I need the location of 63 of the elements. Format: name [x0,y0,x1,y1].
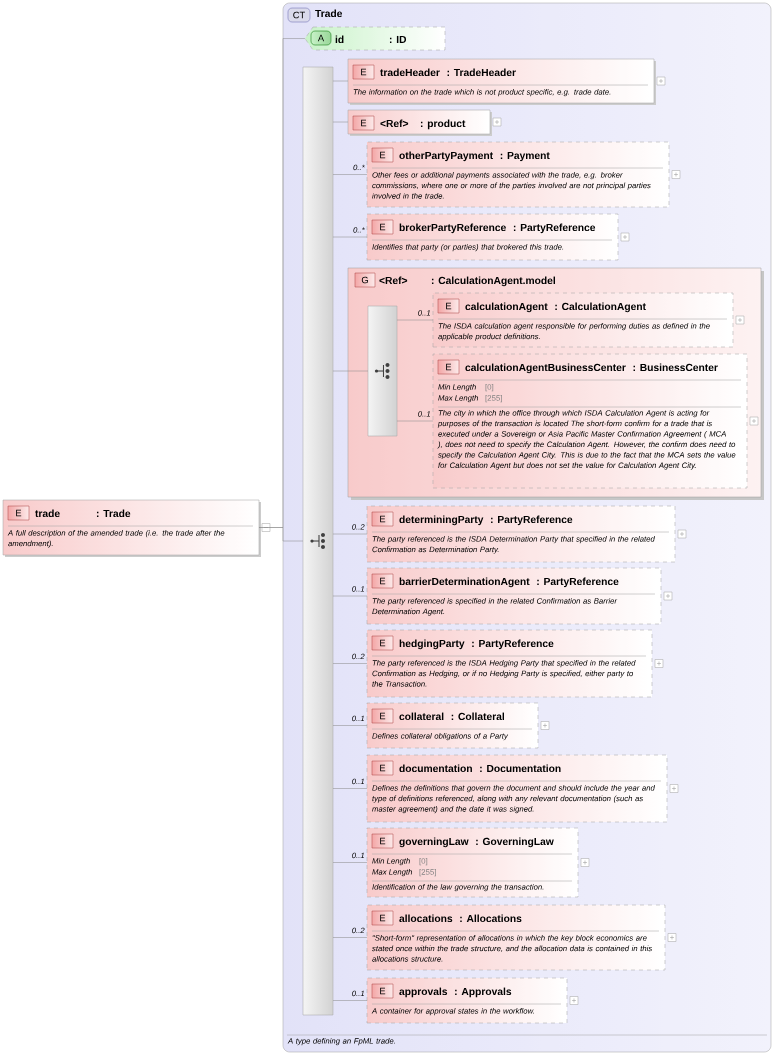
type-name: : CalculationAgent [555,302,646,313]
type-badge: E [371,573,394,589]
type-name: : TradeHeader [447,68,516,77]
type-badge: E [437,359,460,375]
type-badge: E [371,635,394,651]
connector-line [332,725,368,726]
type-name: : Trade [97,509,131,518]
type-name: : Approvals [455,987,512,998]
type-name: : ID [390,35,407,43]
type-badge: E [371,910,394,926]
type-badge: E [371,147,394,163]
connector-line [332,1000,368,1001]
element-name: <Ref> [379,276,408,285]
type-badge: E [371,219,394,235]
type-name: : Documentation [480,764,561,773]
element-name: governingLaw [399,837,469,848]
type-name: : product [421,119,466,130]
connector-line [332,937,368,938]
sequence-bar [367,305,398,437]
element-name: allocations [399,914,453,923]
connector-line [258,527,304,542]
element-name: <Ref> [380,119,409,128]
element-name: documentation [399,764,472,773]
type-badge: E [352,64,375,80]
element-name: tradeHeader [380,68,440,77]
type-name: : GoverningLaw [476,837,554,848]
element-name: brokerPartyReference [399,223,506,234]
element-name: determiningParty [399,515,484,526]
type-name: : BusinessCenter [633,363,718,372]
type-badge: E [371,511,394,527]
element-name: approvals [399,987,448,998]
type-name: : CalculationAgent.model [432,276,555,287]
type-badge: E [7,505,30,521]
type-badge: G [354,272,376,288]
type-badge: E [437,298,460,314]
element-name: hedgingParty [399,639,465,650]
connector-line [332,788,368,789]
element-name: trade [35,509,60,518]
type-badge: E [352,115,375,131]
type-badge: A [310,30,332,46]
element-name: barrierDeterminationAgent [399,577,530,588]
type-name: : PartyReference [472,639,554,650]
sequence-bar [302,66,334,1016]
type-title: Trade [315,9,343,18]
connector-line [332,862,368,863]
type-name: : Payment [500,151,550,162]
element-name: otherPartyPayment [399,151,493,162]
connector-line [332,174,368,175]
element-name: calculationAgent [465,302,548,313]
element-name: calculationAgentBusinessCenter [465,363,626,374]
element-name: id [335,35,344,44]
type-name: : PartyReference [513,223,596,234]
type-name: : Allocations [460,914,522,923]
type-badge: E [371,983,394,999]
type-name: : PartyReference [491,515,573,526]
type-badge: CT [287,7,311,23]
element-name: collateral [399,712,444,721]
type-badge: E [371,833,394,849]
type-badge: E [371,760,394,776]
type-badge: E [371,708,394,724]
connector-line [332,663,368,664]
type-name: : PartyReference [537,577,619,588]
type-name: : Collateral [451,712,504,721]
